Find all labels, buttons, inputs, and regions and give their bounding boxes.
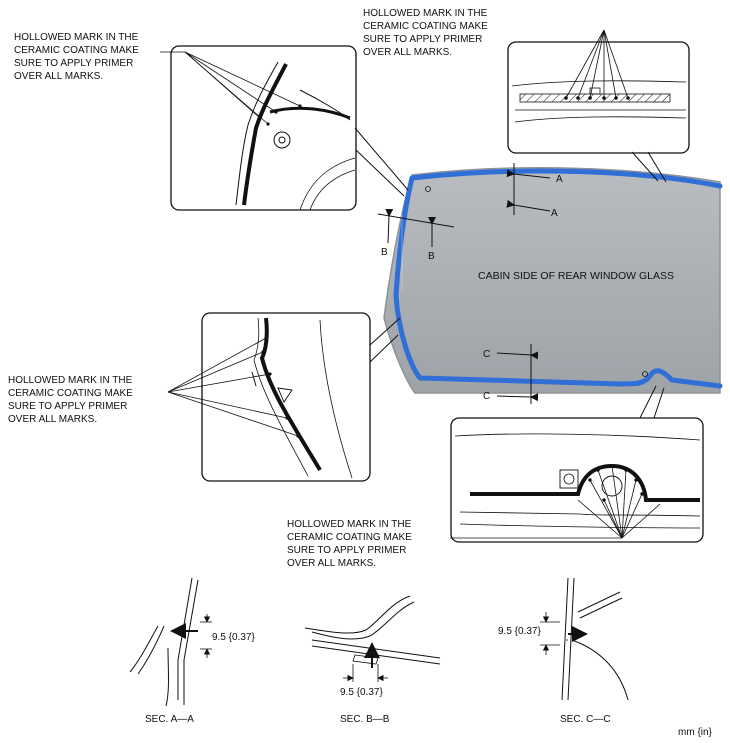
- section-marker-a: A A: [506, 163, 563, 219]
- callout-text-bottom-center: HOLLOWED MARK IN THE CERAMIC COATING MAK…: [287, 519, 412, 569]
- section-marker-c: C C: [483, 344, 539, 404]
- svg-text:SURE TO APPLY PRIMER: SURE TO APPLY PRIMER: [14, 58, 133, 69]
- glass-label: CABIN SIDE OF REAR WINDOW GLASS: [478, 270, 674, 282]
- svg-text:SURE TO APPLY PRIMER: SURE TO APPLY PRIMER: [287, 545, 406, 556]
- callout-text-top-left: HOLLOWED MARK IN THE CERAMIC COATING MAK…: [14, 32, 139, 82]
- section-c-c: 9.5 {0.37} SEC. C—C: [498, 577, 629, 725]
- svg-text:CERAMIC COATING MAKE: CERAMIC COATING MAKE: [8, 388, 133, 399]
- section-a-caption: SEC. A—A: [145, 714, 194, 725]
- section-a-dimension: 9.5 {0.37}: [212, 632, 255, 643]
- section-marker-b: B B: [377, 208, 455, 262]
- callout-text-mid-left: HOLLOWED MARK IN THE CERAMIC COATING MAK…: [8, 375, 133, 425]
- section-letter-a2: A: [551, 208, 558, 219]
- section-letter-b2: B: [428, 251, 435, 262]
- section-b-dimension: 9.5 {0.37}: [340, 687, 383, 698]
- section-letter-c1: C: [483, 349, 490, 360]
- detail-box-top-left: [160, 45, 409, 211]
- section-b-b: 9.5 {0.37} SEC. B—B: [304, 595, 441, 725]
- section-letter-a1: A: [556, 174, 563, 185]
- svg-text:OVER ALL MARKS.: OVER ALL MARKS.: [8, 414, 97, 425]
- primer-line: [393, 168, 723, 389]
- svg-text:CERAMIC COATING MAKE: CERAMIC COATING MAKE: [14, 45, 139, 56]
- svg-text:HOLLOWED MARK IN THE: HOLLOWED MARK IN THE: [8, 375, 133, 386]
- small-mark-top: [425, 186, 431, 192]
- glass-panel: [383, 167, 721, 394]
- detail-box-top-right: [507, 29, 690, 183]
- svg-text:SURE TO APPLY PRIMER: SURE TO APPLY PRIMER: [363, 34, 482, 45]
- svg-text:OVER ALL MARKS.: OVER ALL MARKS.: [363, 47, 452, 58]
- section-letter-c2: C: [483, 391, 490, 402]
- svg-text:HOLLOWED MARK IN THE: HOLLOWED MARK IN THE: [287, 519, 412, 530]
- section-c-dimension: 9.5 {0.37}: [498, 626, 541, 637]
- units-note: mm {in}: [678, 727, 713, 738]
- small-mark-bottom: [642, 371, 648, 377]
- detail-box-mid-left: [167, 312, 401, 482]
- section-letter-b1: B: [381, 247, 388, 258]
- svg-text:HOLLOWED MARK IN THE: HOLLOWED MARK IN THE: [14, 32, 139, 43]
- detail-box-bottom-right: [450, 385, 704, 543]
- section-c-caption: SEC. C—C: [560, 714, 611, 725]
- svg-text:CERAMIC COATING MAKE: CERAMIC COATING MAKE: [363, 21, 488, 32]
- callout-text-top-right: HOLLOWED MARK IN THE CERAMIC COATING MAK…: [363, 8, 488, 58]
- svg-text:SURE TO APPLY PRIMER: SURE TO APPLY PRIMER: [8, 401, 127, 412]
- svg-text:OVER ALL MARKS.: OVER ALL MARKS.: [287, 558, 376, 569]
- svg-text:OVER ALL MARKS.: OVER ALL MARKS.: [14, 71, 103, 82]
- svg-text:CERAMIC COATING MAKE: CERAMIC COATING MAKE: [287, 532, 412, 543]
- section-b-caption: SEC. B—B: [340, 714, 390, 725]
- rear-window-glass: CABIN SIDE OF REAR WINDOW GLASS: [383, 167, 723, 394]
- section-a-a: 9.5 {0.37} SEC. A—A: [129, 577, 255, 725]
- svg-text:HOLLOWED MARK IN THE: HOLLOWED MARK IN THE: [363, 8, 488, 19]
